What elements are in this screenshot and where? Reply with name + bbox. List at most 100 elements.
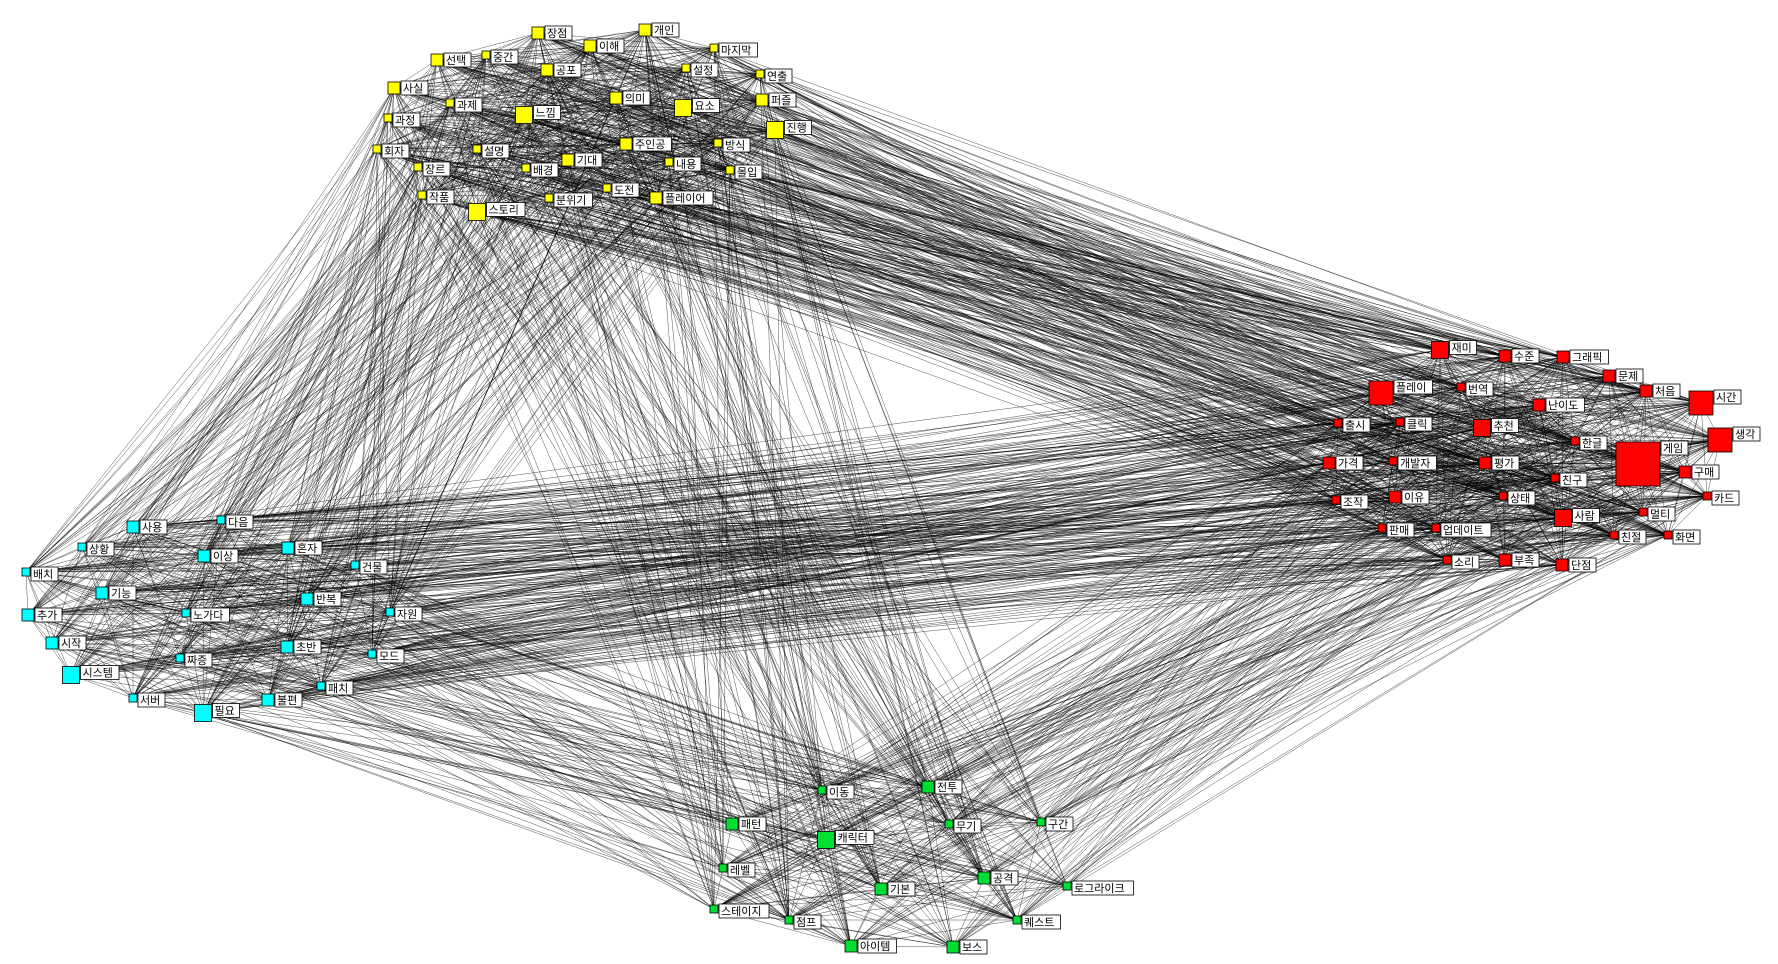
node-label-background: [108, 585, 137, 601]
node-red: 화면: [1663, 529, 1701, 545]
node-yellow: 몰입: [725, 164, 763, 180]
node-red: 소리: [1442, 554, 1480, 570]
node-label: 가격: [1338, 457, 1358, 470]
node-label-background: [1569, 349, 1609, 365]
node-label-background: [274, 692, 303, 708]
node-label-background: [422, 161, 451, 177]
node-red: 번역: [1456, 381, 1494, 397]
node-marker: [664, 157, 674, 167]
node-label: 장르: [425, 163, 445, 176]
node-marker: [583, 39, 597, 53]
node-label-background: [959, 939, 988, 955]
node-marker: [385, 607, 395, 617]
node-green: 퀘스트: [1012, 914, 1061, 930]
node-label-background: [651, 22, 680, 38]
node-marker: [755, 93, 769, 107]
node-label-background: [1647, 506, 1676, 522]
node-label: 이유: [1404, 491, 1424, 504]
node-marker: [619, 137, 633, 151]
node-marker: [445, 98, 455, 108]
node-label-background: [727, 862, 756, 878]
node-label: 부족: [1514, 554, 1534, 567]
node-label-background: [1045, 816, 1074, 832]
node-label-background: [443, 52, 472, 68]
node-label-background: [1660, 440, 1689, 456]
node-label: 분위기: [556, 194, 586, 207]
node-label-background: [137, 692, 166, 708]
node-marker: [638, 23, 652, 37]
node-marker: [430, 53, 444, 67]
node-marker: [755, 69, 765, 79]
node-marker: [481, 50, 491, 60]
node-label-background: [30, 566, 59, 582]
node-red: 클릭: [1395, 416, 1433, 432]
node-label-background: [764, 68, 793, 84]
node-green: 기본: [874, 881, 916, 897]
node-label-background: [1511, 348, 1540, 364]
node-label-background: [1507, 490, 1536, 506]
node-marker: [1550, 473, 1560, 483]
node-label-background: [1393, 379, 1433, 395]
node-red: 추천: [1473, 418, 1519, 437]
node-label: 공포: [556, 64, 576, 77]
node-label: 의미: [625, 92, 645, 105]
node-marker: [921, 780, 935, 794]
node-cyan: 서버: [128, 692, 166, 708]
node-label: 공격: [993, 872, 1013, 885]
node-red: 멀티: [1638, 506, 1676, 522]
node-label-background: [1545, 397, 1585, 413]
node-label: 요소: [695, 100, 715, 113]
node-marker: [1473, 419, 1491, 437]
node-marker: [383, 113, 393, 123]
node-label-background: [86, 541, 115, 557]
node-label: 재미: [1452, 342, 1472, 355]
node-label: 주인공: [635, 138, 665, 151]
node-label: 추가: [37, 609, 57, 622]
node-label-background: [313, 591, 342, 607]
node-marker: [21, 608, 35, 622]
node-label-background: [392, 112, 421, 128]
node-marker: [95, 586, 109, 600]
node-yellow: 기대: [561, 152, 603, 168]
node-marker: [1368, 380, 1394, 406]
node-label-background: [1440, 522, 1492, 538]
node-label: 내용: [676, 158, 696, 171]
node-label: 캐릭터: [838, 832, 868, 845]
node-label-background: [1401, 489, 1430, 505]
node-marker: [817, 831, 835, 849]
node-label: 조작: [1343, 496, 1363, 509]
node-marker: [372, 144, 382, 154]
node-marker: [544, 193, 554, 203]
node-label: 서버: [140, 694, 160, 707]
node-yellow: 플레이어: [649, 190, 714, 206]
node-label: 과정: [395, 114, 415, 127]
node-marker: [1442, 555, 1452, 565]
node-label: 사람: [1575, 510, 1595, 523]
node-marker: [194, 704, 212, 722]
node-label-background: [376, 648, 405, 664]
node-marker: [1388, 490, 1402, 504]
node-label: 클릭: [1407, 418, 1427, 431]
node-cyan: 패치: [316, 680, 354, 696]
node-label: 추천: [1494, 419, 1514, 433]
node-marker: [261, 693, 275, 707]
node-marker: [1554, 509, 1572, 527]
node-marker: [316, 681, 326, 691]
node-yellow: 내용: [664, 156, 702, 172]
node-label: 설명: [484, 145, 504, 158]
node-label: 스토리: [489, 204, 519, 217]
node-label-background: [210, 548, 239, 564]
node-cyan: 이상: [197, 548, 239, 564]
node-label-background: [544, 25, 573, 41]
node-marker: [1602, 369, 1616, 383]
node-label-background: [738, 816, 767, 832]
node-label-background: [381, 143, 410, 159]
node-marker: [515, 106, 533, 124]
node-marker: [1678, 465, 1692, 479]
node-label-background: [835, 830, 875, 845]
node-yellow: 마지막: [709, 42, 758, 58]
node-marker: [1012, 915, 1022, 925]
node-red: 개발자: [1388, 455, 1437, 471]
node-yellow: 주인공: [619, 136, 672, 152]
node-marker: [1555, 558, 1569, 572]
